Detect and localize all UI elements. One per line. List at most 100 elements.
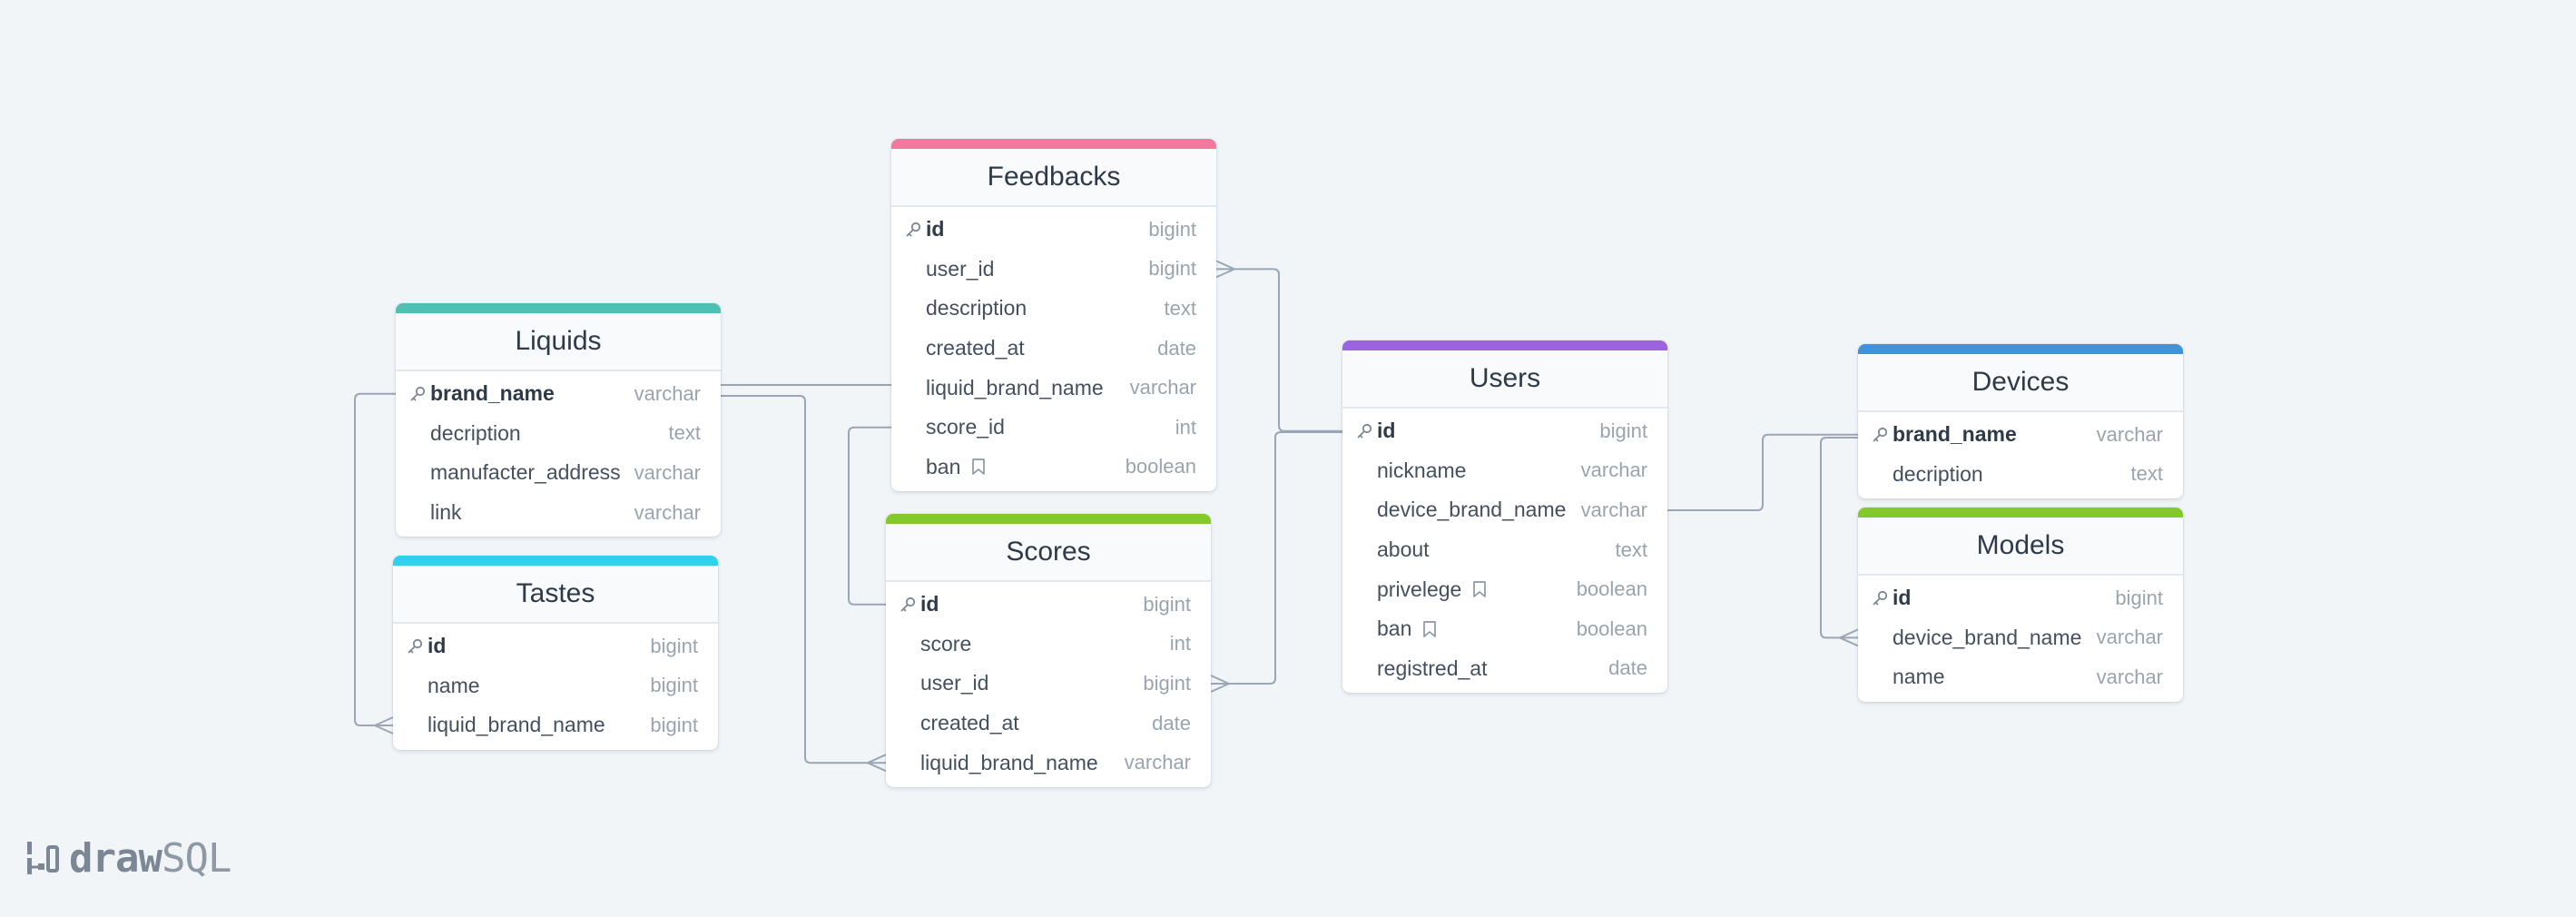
crows-foot-marker: [1215, 260, 1235, 279]
relation-line-liquids-brand_name-to-tastes-liquid_brand_name[interactable]: [354, 392, 396, 726]
column-name: decription: [1893, 461, 1983, 486]
relation-line-users-id-to-scores-user_id[interactable]: [1211, 431, 1342, 685]
column-type: text: [2130, 462, 2163, 486]
primary-key-icon: [897, 594, 919, 616]
relation-line-users-id-to-feedbacks-user_id[interactable]: [1216, 268, 1342, 432]
key-slot: [407, 462, 428, 484]
column-type: date: [1608, 656, 1647, 680]
column-name: ban: [926, 454, 961, 478]
relation-line-liquids-brand_name-to-scores-liquid_brand_name[interactable]: [721, 395, 886, 764]
table-title[interactable]: Devices: [1858, 354, 2183, 412]
column-name: liquid_brand_name: [926, 375, 1104, 399]
column-type: varchar: [634, 460, 701, 484]
key-slot: [1353, 539, 1375, 561]
key-slot: [1869, 626, 1891, 648]
key-slot: [902, 377, 924, 399]
key-slot: [1353, 657, 1375, 679]
relation-line-scores-id-to-feedbacks-score_id[interactable]: [848, 426, 891, 606]
table-color-bar: [1858, 344, 2183, 354]
column-type: bigint: [1599, 419, 1647, 442]
table-title[interactable]: Scores: [886, 524, 1211, 582]
bookmark-icon[interactable]: [1472, 580, 1487, 598]
column-name: score: [920, 631, 972, 656]
column-type: text: [1615, 537, 1647, 561]
column-name: user_id: [920, 671, 989, 695]
column-name: privelege: [1377, 577, 1462, 601]
key-slot: [1869, 463, 1891, 485]
column-type: varchar: [1124, 751, 1191, 774]
column-type: varchar: [634, 500, 701, 524]
key-slot: [902, 258, 924, 280]
key-slot: [1353, 499, 1375, 521]
primary-key-icon: [1869, 587, 1891, 609]
column-name: liquid_brand_name: [428, 713, 605, 737]
crows-foot-marker: [374, 716, 394, 735]
table-color-bar: [886, 514, 1211, 524]
column-type: bigint: [650, 713, 698, 736]
column-name: id: [920, 592, 939, 616]
relation-line-devices-brand_name-to-models-device_brand_name[interactable]: [1820, 437, 1858, 639]
column-name: created_at: [926, 336, 1025, 360]
key-slot: [1353, 459, 1375, 481]
relation-line-devices-brand_name-to-users-device_brand_name[interactable]: [1667, 433, 1858, 511]
table-title[interactable]: Feedbacks: [891, 149, 1216, 207]
table-title[interactable]: Liquids: [396, 313, 721, 371]
column-name: score_id: [926, 415, 1005, 439]
logo-text-draw: draw: [69, 835, 162, 882]
column-name: created_at: [920, 711, 1019, 735]
bookmark-icon[interactable]: [971, 458, 986, 476]
crows-foot-marker: [867, 754, 887, 773]
column-row[interactable]: decription text: [1858, 455, 2183, 495]
column-name: nickname: [1377, 458, 1467, 482]
column-type: bigint: [650, 634, 698, 657]
drawsql-logo: draw SQL: [25, 835, 231, 882]
table-title[interactable]: Models: [1858, 518, 2183, 576]
primary-key-icon: [404, 636, 426, 657]
column-row[interactable]: liquid_brand_name bigint: [393, 705, 718, 745]
table-title[interactable]: Tastes: [393, 566, 718, 624]
bookmark-icon[interactable]: [1422, 620, 1437, 638]
table-title[interactable]: Users: [1342, 350, 1667, 409]
key-slot: [407, 422, 428, 444]
